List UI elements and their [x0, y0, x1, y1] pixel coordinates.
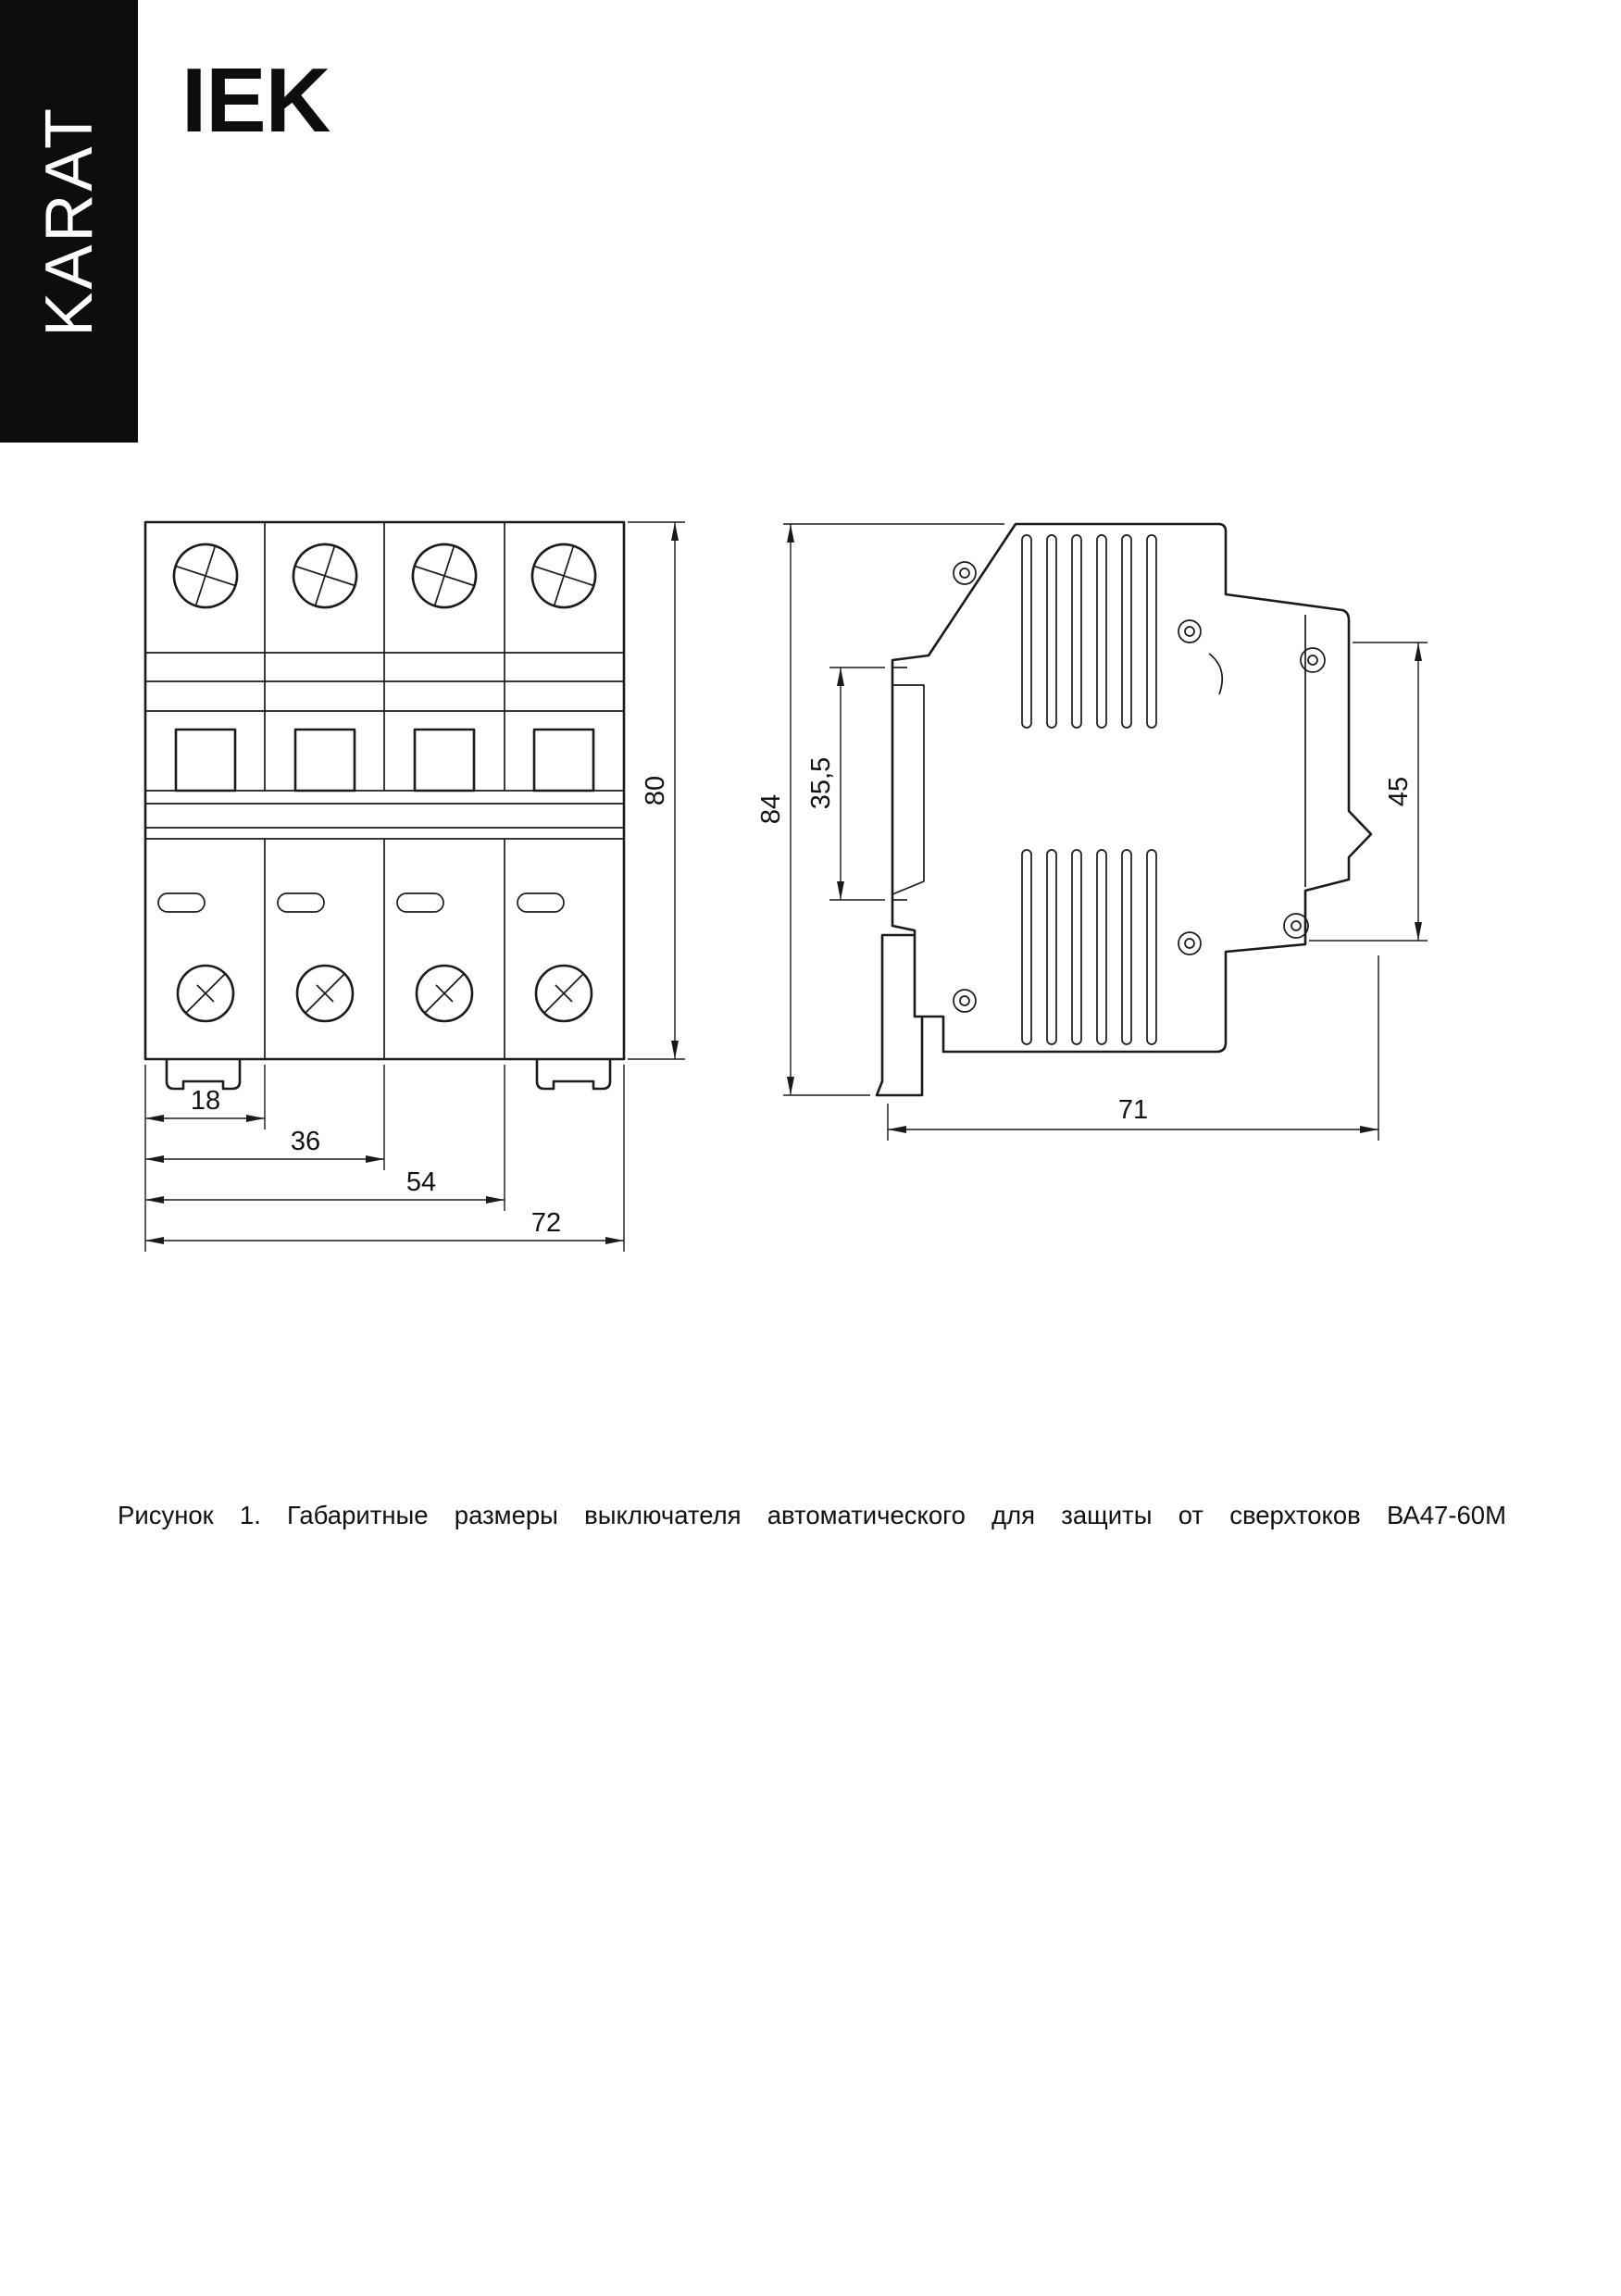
rivet [953, 561, 977, 585]
dim-label-18: 18 [191, 1086, 220, 1116]
dim-label-36: 36 [291, 1127, 320, 1156]
iek-logo: IEK [181, 49, 330, 151]
front-view: 80 18 36 54 72 [143, 520, 685, 1252]
dim-label-front-height: 80 [641, 776, 670, 805]
dim-label-side-height: 84 [756, 794, 786, 824]
terminal-screw-bottom [415, 964, 474, 1023]
marking-window [157, 892, 206, 913]
figure-caption: Рисунок 1. Габаритные размеры выключател… [118, 1501, 1506, 1529]
terminal-screw-top [172, 543, 239, 609]
din-clip [165, 1059, 242, 1091]
dim-label-face: 45 [1384, 777, 1414, 806]
rivet [1178, 619, 1202, 643]
marking-window [277, 892, 325, 913]
marking-window [396, 892, 444, 913]
dim-label-72: 72 [531, 1208, 561, 1238]
terminal-screw-bottom [295, 964, 355, 1023]
terminal-screw-top [411, 543, 478, 609]
dim-label-depth: 71 [1118, 1095, 1148, 1125]
dim-label-din: 35,5 [806, 757, 836, 809]
karat-banner: KARAT [0, 0, 138, 443]
rivet [1178, 931, 1202, 955]
toggle-handle [413, 728, 476, 792]
dim-label-54: 54 [406, 1167, 436, 1197]
terminal-screw-top [292, 543, 358, 609]
din-spring-clip [875, 933, 924, 1097]
rivet [953, 989, 977, 1013]
ear-hole [1283, 913, 1309, 939]
terminal-screw-bottom [176, 964, 235, 1023]
terminal-screw-bottom [534, 964, 593, 1023]
marking-window [517, 892, 565, 913]
toggle-handle [532, 728, 595, 792]
toggle-handle [174, 728, 237, 792]
ear-hole [1300, 647, 1326, 673]
din-clip [535, 1059, 612, 1091]
terminal-screw-top [530, 543, 597, 609]
toggle-handle [293, 728, 356, 792]
side-view: 84 35,5 45 71 [756, 522, 1428, 1141]
vent-slot [1208, 653, 1223, 695]
